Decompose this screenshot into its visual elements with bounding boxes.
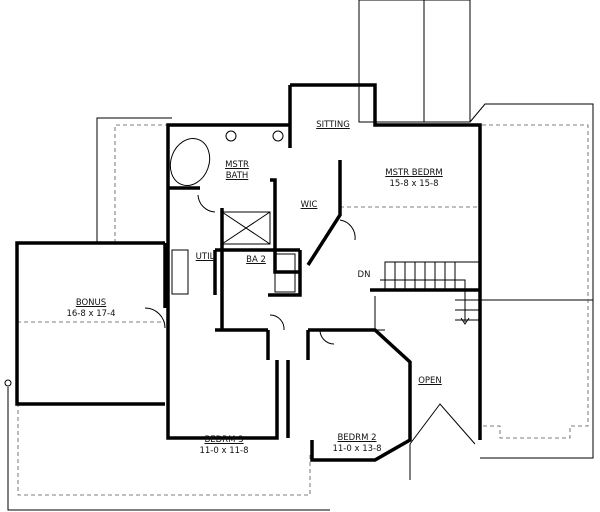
fixtures	[144, 130, 481, 345]
room-label-open: OPEN	[418, 376, 442, 386]
room-label-ba2: BA 2	[246, 255, 266, 265]
util-counter	[171, 249, 189, 295]
walls	[15, 83, 482, 462]
tub-ba2	[274, 253, 296, 293]
room-label-mstr-bath: MSTR BATH	[225, 160, 249, 181]
room-label-sitting: SITTING	[316, 120, 350, 130]
sink	[272, 130, 284, 142]
roof-dashed-lines	[17, 124, 589, 496]
room-label-wic: WIC	[300, 200, 318, 210]
stair-down-label: DN	[357, 270, 371, 280]
sink	[225, 130, 237, 142]
roof-outlines	[7, 0, 594, 511]
shower	[221, 211, 271, 245]
bathtub	[169, 138, 211, 186]
stairs	[380, 261, 481, 325]
north-marker	[4, 379, 12, 387]
room-label-util: UTIL	[195, 252, 215, 262]
